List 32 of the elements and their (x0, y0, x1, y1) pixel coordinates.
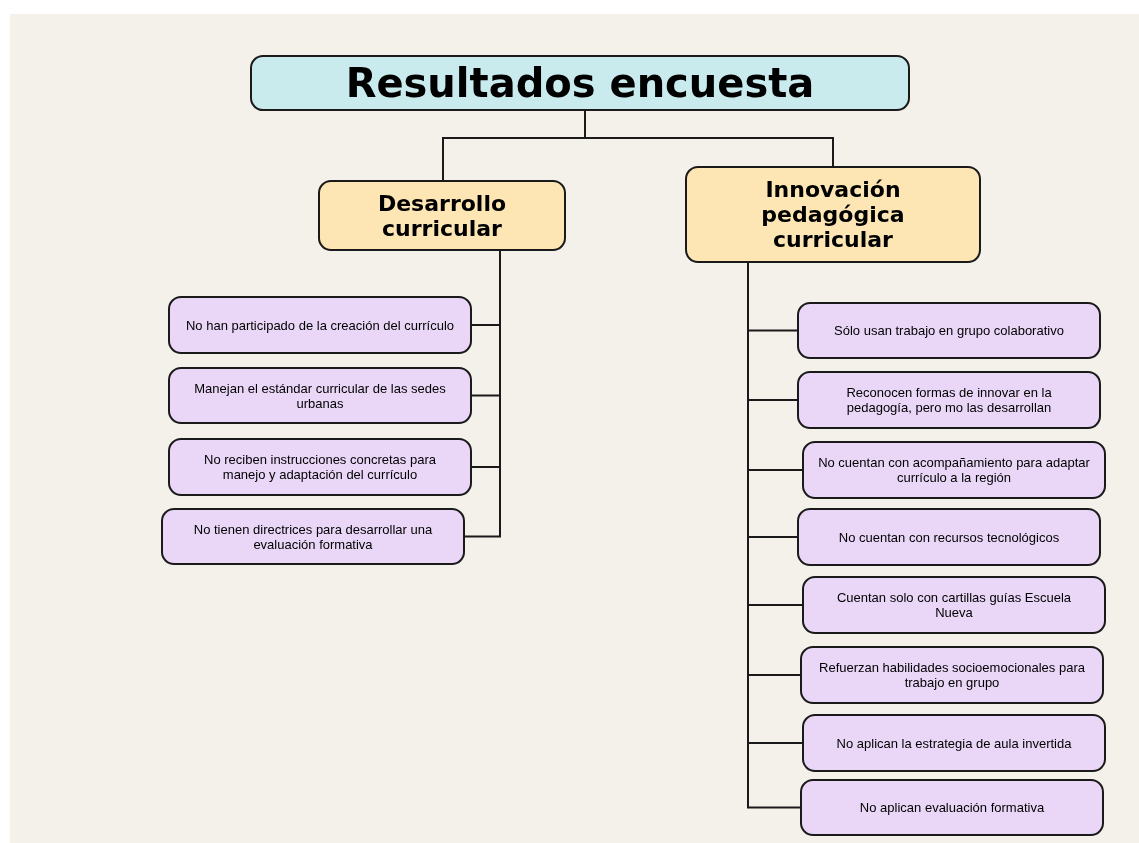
finding-box (797, 302, 1101, 359)
finding-text: No cuentan con recursos tecnológicos (838, 529, 1060, 545)
finding-box (802, 576, 1106, 634)
finding-box (802, 714, 1106, 772)
finding-box (161, 508, 465, 565)
connector-line (584, 110, 834, 167)
category-box (318, 180, 566, 251)
finding-text: No tienen directrices para desarrollar una evaluación formativa (192, 521, 434, 552)
finding-text: Reconocen formas de innovar en la pedagogía, pero mo las desarrollan (845, 385, 1053, 415)
title-box (250, 55, 910, 111)
finding-box (797, 508, 1101, 566)
finding-text: No cuentan con acompañamiento para adaptar currículo a la región (818, 455, 1090, 485)
finding-box (168, 367, 472, 424)
finding-box (802, 441, 1106, 499)
finding-text: No aplican la estrategia de aula invertida (836, 735, 1072, 751)
finding-text: No han participado de la creación del currículo (185, 317, 455, 333)
finding-text: Manejan el estándar curricular de las sedes urbanas (193, 380, 447, 411)
connector-line (464, 250, 501, 538)
finding-text: Sólo usan trabajo en grupo colaborativo (834, 323, 1064, 338)
finding-text: No aplican evaluación formativa (859, 800, 1045, 815)
category-box (685, 166, 981, 263)
finding-text: No reciben instrucciones concretas para manejo y adaptación del currículo (203, 452, 437, 482)
category-title: Desarrollo curricular (376, 190, 508, 241)
category-title: Innovación pedagógica curricular (760, 177, 906, 252)
finding-box (168, 438, 472, 496)
finding-box (800, 646, 1104, 704)
finding-box (797, 371, 1101, 429)
finding-text: Cuentan solo con cartillas guías Escuela Nueva (835, 590, 1073, 620)
title-text: Resultados encuesta (345, 60, 815, 106)
finding-box (800, 779, 1104, 836)
finding-text: Refuerzan habilidades socioemocionales para trabajo en grupo (818, 660, 1086, 690)
finding-box (168, 296, 472, 354)
